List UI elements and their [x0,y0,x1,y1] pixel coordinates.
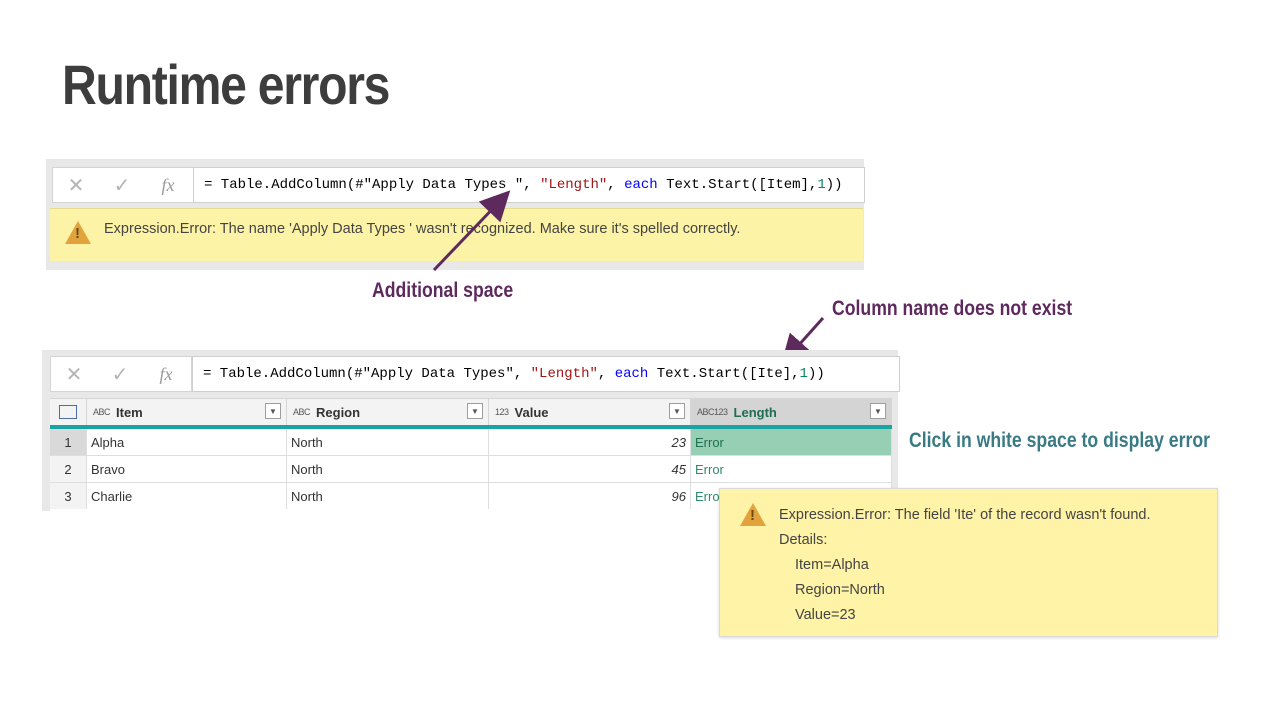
row-number[interactable]: 2 [50,456,87,482]
filter-dropdown-icon[interactable]: ▼ [467,403,483,419]
formula-panel-top: ✕ ✓ fx = Table.AddColumn(#"Apply Data Ty… [46,159,865,270]
column-header-value[interactable]: 123 Value ▼ [489,399,691,425]
fx-icon[interactable]: fx [159,363,173,384]
filter-dropdown-icon[interactable]: ▼ [870,403,886,419]
annotation-click-white-space: Click in white space to display error [909,429,1210,452]
table-menu[interactable] [50,399,87,425]
cell-length-error[interactable]: Error [691,429,892,455]
formula-buttons: ✕ ✓ fx [52,167,194,203]
column-label: Item [116,404,143,420]
cell-value[interactable]: 23 [489,429,691,455]
number-type-icon[interactable]: 123 [495,407,509,417]
column-label: Value [514,404,549,420]
commit-icon[interactable]: ✓ [113,174,131,197]
cell-item[interactable]: Bravo [87,456,287,482]
cell-length-error[interactable]: Error [691,456,892,482]
table-row[interactable]: 2 Bravo North 45 Error [50,456,892,483]
formula-string: "Length" [540,177,608,193]
formula-string: "Length" [530,366,598,382]
annotation-column-missing: Column name does not exist [832,297,1073,320]
cell-value[interactable]: 45 [489,456,691,482]
text-type-icon[interactable]: ABC [93,407,111,417]
fx-icon[interactable]: fx [161,174,175,195]
error-detail-value: Value=23 [795,607,856,623]
cell-region[interactable]: North [287,456,489,482]
commit-icon[interactable]: ✓ [111,363,129,386]
formula-number: 1 [817,177,826,193]
filter-dropdown-icon[interactable]: ▼ [265,403,281,419]
cell-value[interactable]: 96 [489,483,691,509]
cancel-icon[interactable]: ✕ [65,363,83,386]
error-detail-label: Details: [779,532,828,548]
error-detail-region: Region=North [795,582,885,598]
text-type-icon[interactable]: ABC [293,407,311,417]
formula-input[interactable]: = Table.AddColumn(#"Apply Data Types", "… [192,356,900,392]
row-number[interactable]: 3 [50,483,87,509]
error-detail-message: Expression.Error: The field 'Ite' of the… [779,507,1151,523]
slide-title: Runtime errors [62,53,390,116]
formula-keyword: each [614,366,649,382]
column-header-length[interactable]: ABC123 Length ▼ [691,399,892,425]
formula-text: = Table.AddColumn(#"Apply Data Types", "… [203,366,825,382]
warning-icon: ! [65,221,91,244]
cell-item[interactable]: Charlie [87,483,287,509]
formula-part: Text.Start([Ite], [648,366,800,382]
error-message: Expression.Error: The name 'Apply Data T… [104,221,741,237]
data-table: ABC Item ▼ ABC Region ▼ 123 Value ▼ ABC1… [50,398,892,511]
formula-part: , [597,366,615,382]
error-banner: ! Expression.Error: The name 'Apply Data… [50,208,863,261]
error-detail-item: Item=Alpha [795,557,869,573]
table-grid-icon [59,405,77,419]
formula-part: Text.Start([Item], [657,177,818,193]
formula-part: , [607,177,625,193]
cell-item[interactable]: Alpha [87,429,287,455]
cell-region[interactable]: North [287,429,489,455]
cell-region[interactable]: North [287,483,489,509]
filter-dropdown-icon[interactable]: ▼ [669,403,685,419]
formula-keyword: each [624,177,658,193]
formula-input[interactable]: = Table.AddColumn(#"Apply Data Types ", … [193,167,865,203]
column-header-item[interactable]: ABC Item ▼ [87,399,287,425]
table-header: ABC Item ▼ ABC Region ▼ 123 Value ▼ ABC1… [50,398,892,429]
warning-icon: ! [740,503,766,526]
any-type-icon[interactable]: ABC123 [697,407,728,417]
formula-number: 1 [799,366,808,382]
column-label: Length [733,404,777,420]
column-label: Region [316,404,361,420]
formula-part: = Table.AddColumn(#"Apply Data Types ", [204,177,541,193]
formula-part: )) [807,366,825,382]
formula-text: = Table.AddColumn(#"Apply Data Types ", … [204,177,843,193]
cancel-icon[interactable]: ✕ [67,174,85,197]
error-detail-pane: ! Expression.Error: The field 'Ite' of t… [719,488,1218,637]
row-number[interactable]: 1 [50,429,87,455]
annotation-additional-space: Additional space [372,279,514,302]
column-header-region[interactable]: ABC Region ▼ [287,399,489,425]
table-row[interactable]: 1 Alpha North 23 Error [50,429,892,456]
formula-part: = Table.AddColumn(#"Apply Data Types", [203,366,531,382]
formula-part: )) [825,177,843,193]
formula-buttons: ✕ ✓ fx [50,356,192,392]
